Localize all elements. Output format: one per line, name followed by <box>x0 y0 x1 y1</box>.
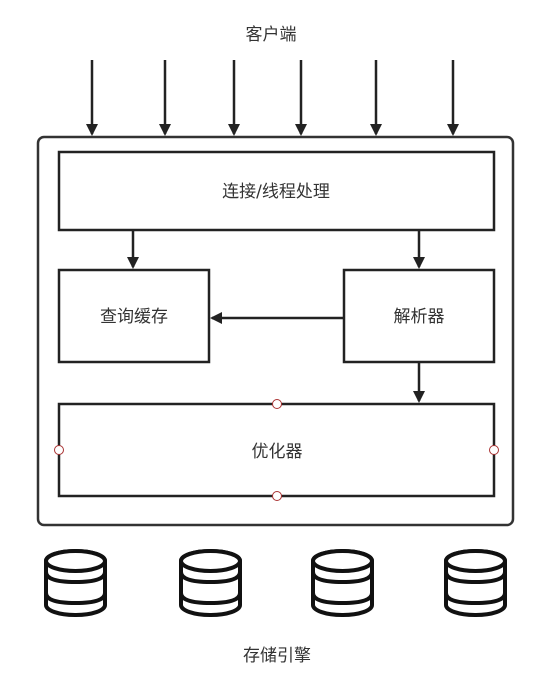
handle-right <box>489 445 499 455</box>
client-arrows <box>86 60 459 136</box>
connection-box <box>57 150 496 232</box>
client-label: 客户端 <box>246 25 297 45</box>
optimizer-box <box>57 402 496 498</box>
database-icon <box>179 549 242 617</box>
handle-left <box>54 445 64 455</box>
parser-label: 解析器 <box>394 307 445 327</box>
storage-label: 存储引擎 <box>243 646 311 666</box>
database-icon <box>311 549 374 617</box>
handle-top <box>272 399 282 409</box>
query-cache-label: 查询缓存 <box>100 307 168 327</box>
query-cache-box <box>57 268 211 364</box>
connection-label: 连接/线程处理 <box>222 182 330 202</box>
storage-engines <box>44 549 507 617</box>
database-icon <box>44 549 107 617</box>
optimizer-handles <box>54 399 499 501</box>
parser-box <box>342 268 496 364</box>
database-icon <box>444 549 507 617</box>
handle-bottom <box>272 491 282 501</box>
optimizer-label: 优化器 <box>252 442 303 462</box>
server-container <box>36 135 515 527</box>
